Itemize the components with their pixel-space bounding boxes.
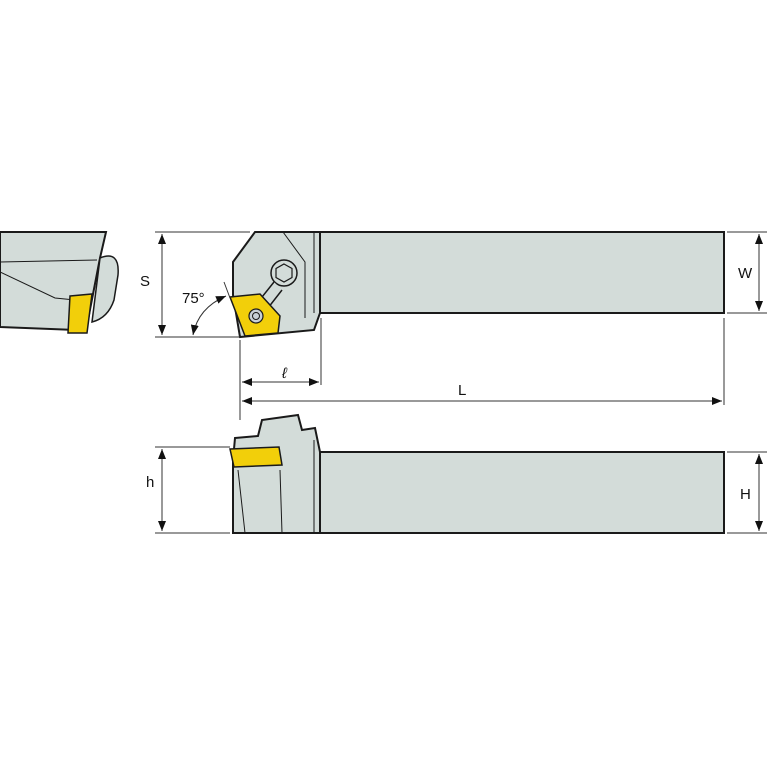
dim-H: H: [740, 486, 751, 503]
insert: [67, 293, 93, 334]
dim-l: ℓ: [281, 365, 288, 382]
dim-W: W: [738, 265, 753, 282]
end-view: [0, 231, 119, 334]
top-view: [228, 231, 725, 339]
dim-S: S: [140, 273, 150, 290]
insert: [229, 446, 283, 468]
dim-L: L: [458, 382, 466, 399]
dim-h: h: [146, 474, 154, 491]
dim-angle: 75°: [182, 290, 205, 307]
dimensions: [155, 231, 767, 534]
side-view: [229, 413, 725, 534]
